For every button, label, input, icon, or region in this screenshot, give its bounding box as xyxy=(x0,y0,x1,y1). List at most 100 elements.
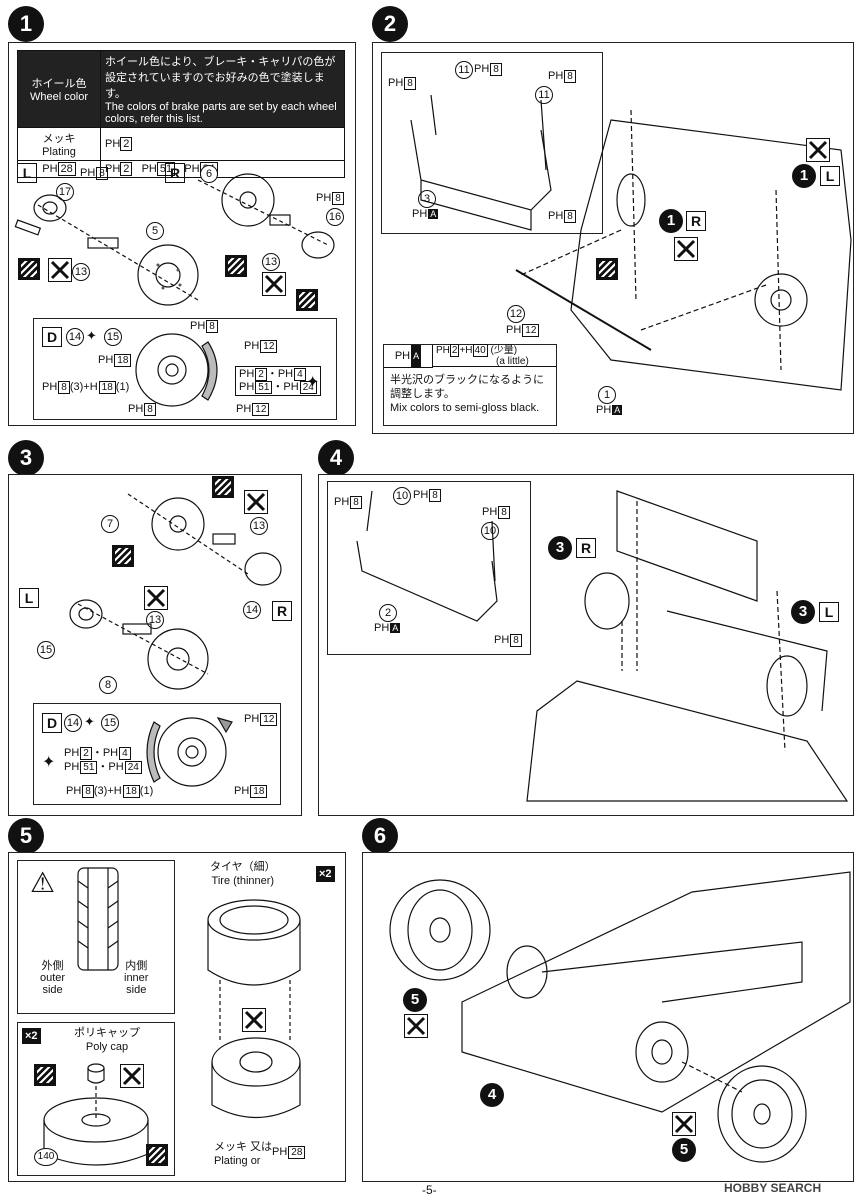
part-number: 11 xyxy=(455,61,473,79)
part-number: 16 xyxy=(326,208,344,226)
join-icon: ✦ xyxy=(86,328,97,343)
right-side-label: R xyxy=(165,163,185,183)
no-paint-icon xyxy=(674,237,698,261)
part-marker: 4 xyxy=(480,1083,504,1107)
step-6-illustration xyxy=(389,871,851,1163)
paint-icon xyxy=(596,258,618,280)
part-marker: 5 xyxy=(672,1138,696,1162)
watermark-brand: HOBBY SEARCH xyxy=(724,1181,822,1195)
part-number: 13 xyxy=(262,253,280,271)
right-side-label: R xyxy=(686,211,706,231)
no-paint-icon xyxy=(672,1112,696,1136)
part-number: 17 xyxy=(56,183,74,201)
part-number: 12 xyxy=(507,305,525,323)
right-side-label: R xyxy=(576,538,596,558)
paint-icon xyxy=(112,545,134,567)
wheel-color-description: ホイール色により、ブレーキ・キャリパの色が設定されていますのでお好みの色で塗装し… xyxy=(100,50,345,128)
no-paint-icon xyxy=(404,1014,428,1038)
step-2-illustration xyxy=(410,94,852,391)
join-icon: ✦ xyxy=(84,714,95,729)
part-number: 3 xyxy=(418,190,436,208)
quantity-badge: ×2 xyxy=(22,1028,41,1044)
paint-icon xyxy=(18,258,40,280)
left-side-label: L xyxy=(19,588,39,608)
no-paint-icon xyxy=(48,258,72,282)
detail-letter: D xyxy=(42,327,62,347)
part-number: 14 xyxy=(66,328,84,346)
join-icon: ✦ xyxy=(42,754,56,771)
no-paint-icon xyxy=(806,138,830,162)
part-number: 15 xyxy=(37,641,55,659)
part-number: 1 xyxy=(598,386,616,404)
part-number: 10 xyxy=(393,487,411,505)
quantity-badge: ×2 xyxy=(316,866,335,882)
right-side-label: R xyxy=(272,601,292,621)
no-paint-icon xyxy=(120,1064,144,1088)
part-number: 140 xyxy=(34,1148,58,1166)
brake-disc-drawing xyxy=(146,717,233,787)
detail-letter: D xyxy=(42,713,62,733)
ref-step-1-marker: 1 xyxy=(792,164,816,188)
paint-icon xyxy=(34,1064,56,1086)
tire-tread-drawing xyxy=(77,867,119,971)
no-paint-icon xyxy=(244,490,268,514)
part-number: 13 xyxy=(72,263,90,281)
ref-step-3-marker: 3 xyxy=(548,536,572,560)
tire-direction-box xyxy=(17,860,175,1014)
step-4-illustration xyxy=(356,490,849,802)
paint-icon xyxy=(146,1144,168,1166)
paint-icon xyxy=(296,289,318,311)
paint-icon xyxy=(212,476,234,498)
part-number: 15 xyxy=(104,328,122,346)
step-3-illustration xyxy=(69,493,282,690)
mix-note: 半光沢のブラックになるように調整します。Mix colors to semi-g… xyxy=(390,374,544,414)
ref-step-1-marker: 1 xyxy=(659,209,683,233)
step-6-marker: 6 xyxy=(362,818,398,854)
step-3-marker: 3 xyxy=(8,440,44,476)
part-number: 15 xyxy=(101,714,119,732)
left-side-label: L xyxy=(17,163,37,183)
part-number: 8 xyxy=(99,676,117,694)
tire-label: タイヤ（細）Tire (thinner) xyxy=(210,861,276,887)
ref-step-3-marker: 3 xyxy=(791,600,815,624)
part-number: 14 xyxy=(243,601,261,619)
part-number: 5 xyxy=(146,222,164,240)
step-5-marker: 5 xyxy=(8,818,44,854)
part-number: 14 xyxy=(64,714,82,732)
step-6-panel xyxy=(362,852,854,1182)
step-4-marker: 4 xyxy=(318,440,354,476)
part-number: 11 xyxy=(535,86,553,104)
